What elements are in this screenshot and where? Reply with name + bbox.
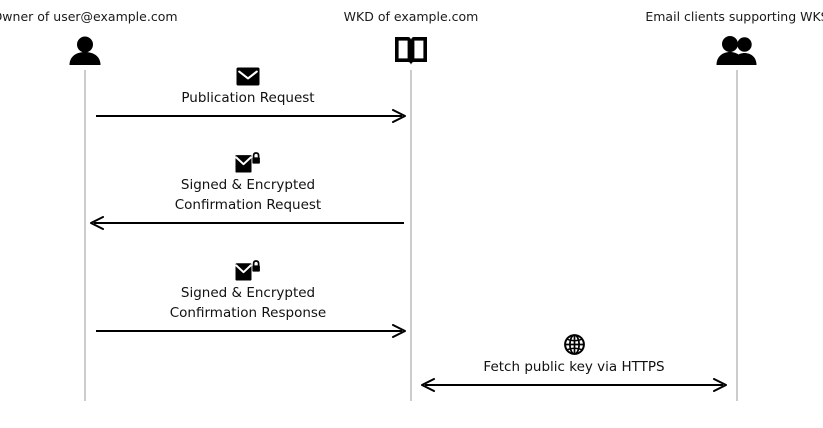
person-icon bbox=[0, 33, 235, 69]
actor-wkd[interactable]: WKD of example.com bbox=[261, 0, 561, 69]
arrow-bidirectional bbox=[411, 378, 737, 392]
message-confirmation-response[interactable]: Signed & Encrypted Confirmation Response bbox=[85, 257, 411, 338]
arrow-right bbox=[85, 324, 411, 338]
message-confirmation-response-label: Signed & Encrypted Confirmation Response bbox=[169, 285, 327, 321]
arrow-right bbox=[85, 109, 411, 123]
lifeline-wkd bbox=[410, 70, 412, 401]
actor-owner[interactable]: Owner of user@example.com bbox=[0, 0, 235, 69]
globe-icon bbox=[411, 331, 737, 355]
message-confirmation-request[interactable]: Signed & Encrypted Confirmation Request bbox=[85, 149, 411, 230]
message-publication-request-label: Publication Request bbox=[181, 90, 315, 106]
open-book-icon bbox=[261, 33, 561, 69]
envelope-lock-icon bbox=[85, 257, 411, 281]
message-publication-request[interactable]: Publication Request bbox=[85, 62, 411, 123]
lifeline-owner bbox=[84, 70, 86, 401]
actor-owner-label: Owner of user@example.com bbox=[0, 9, 178, 24]
lifeline-clients bbox=[736, 70, 738, 401]
people-group-icon bbox=[587, 33, 823, 69]
message-fetch-public-key-label: Fetch public key via HTTPS bbox=[483, 359, 665, 375]
envelope-icon bbox=[85, 62, 411, 86]
message-confirmation-request-label: Signed & Encrypted Confirmation Request bbox=[174, 177, 322, 213]
actor-wkd-label: WKD of example.com bbox=[343, 9, 479, 24]
arrow-left bbox=[85, 216, 411, 230]
actor-clients[interactable]: Email clients supporting WKS bbox=[587, 0, 823, 69]
actor-clients-label: Email clients supporting WKS bbox=[645, 9, 823, 24]
message-fetch-public-key[interactable]: Fetch public key via HTTPS bbox=[411, 331, 737, 392]
envelope-lock-icon bbox=[85, 149, 411, 173]
